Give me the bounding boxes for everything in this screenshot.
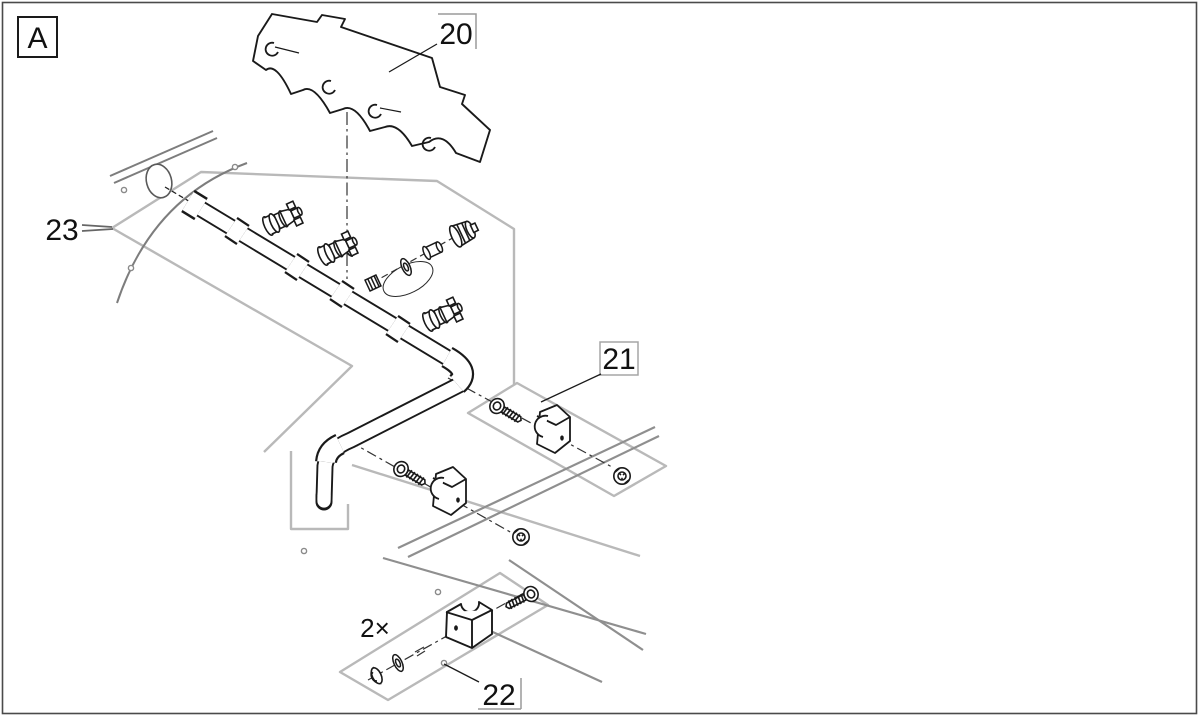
pipe-collars	[181, 189, 411, 343]
label-21-text: 21	[602, 343, 635, 376]
bracket-clip-hooks	[264, 41, 436, 152]
clamp-21-upper-screw	[489, 397, 522, 423]
wall-hole	[145, 163, 193, 204]
part-20-bracket	[252, 13, 491, 163]
label-20: 20	[388, 13, 477, 73]
nozzle-1	[261, 200, 305, 236]
nozzle-outlet-stub	[364, 274, 382, 292]
clamp-21-upper-axis	[447, 377, 613, 468]
nozzle-3	[421, 296, 465, 332]
clamp-22-block	[445, 601, 493, 649]
label-23-leader	[81, 224, 114, 232]
label-21-leader	[540, 373, 602, 403]
clamp-21-lower-block	[429, 466, 467, 516]
label-23-text: 23	[45, 214, 78, 247]
screw-hole-dots	[120, 163, 448, 667]
label-22: 22	[443, 663, 522, 712]
bracket-detail-lines	[274, 46, 402, 113]
nozzle-cap-nut	[448, 220, 480, 248]
frame-rails	[382, 426, 660, 684]
clamp-21-upper-nut	[613, 467, 631, 485]
nozzle-body	[422, 241, 444, 261]
label-22-leader	[443, 663, 480, 683]
label-20-leader	[388, 43, 438, 73]
label-23: 23	[45, 214, 114, 247]
label-21: 21	[540, 341, 639, 403]
quantity-note: 2×	[360, 613, 390, 643]
clamp-21-upper-block	[533, 404, 571, 454]
view-marker: A	[17, 16, 58, 58]
clamp-22-washer	[391, 653, 405, 673]
axis-arrow	[414, 646, 426, 657]
nozzle-2	[316, 230, 360, 266]
label-20-text: 20	[439, 18, 472, 51]
nozzle-washer	[399, 257, 413, 277]
clamp-21-lower-screw	[393, 460, 426, 486]
nozzle-axis	[371, 234, 459, 284]
clamp-21-lower-nut	[512, 528, 530, 546]
part-23-manifold-pipe	[181, 189, 474, 511]
view-marker-label: A	[27, 22, 47, 55]
clamp-22-screw	[505, 585, 539, 610]
housing-edges	[109, 130, 248, 304]
label-22-text: 22	[482, 679, 515, 712]
clamp-22-cap-nut	[370, 666, 383, 685]
pipe-elbows	[315, 346, 474, 464]
